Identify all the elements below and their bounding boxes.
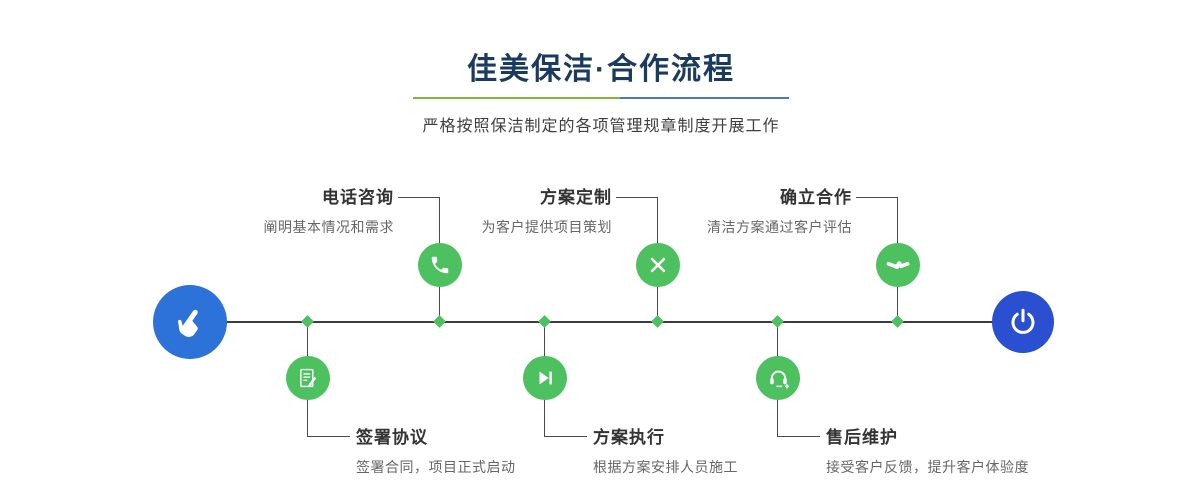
pointing-hand-icon	[171, 303, 209, 341]
step-desc: 接受客户反馈，提升客户体验度	[826, 459, 1029, 475]
step-label: 确立合作 清洁方案通过客户评估	[707, 186, 852, 237]
design-tools-icon	[647, 254, 669, 276]
step-node	[286, 356, 330, 400]
step-desc: 签署合同，项目正式启动	[356, 459, 516, 475]
end-node	[992, 291, 1054, 353]
connector-line	[307, 322, 308, 356]
step-label: 售后维护 接受客户反馈，提升客户体验度	[826, 426, 1029, 477]
step-node	[756, 356, 800, 400]
step-node	[523, 356, 567, 400]
connector-line	[657, 287, 658, 322]
connector-line	[856, 197, 898, 198]
step-title: 电话咨询	[322, 188, 394, 207]
timeline-line	[190, 321, 1023, 323]
timeline-diamond	[891, 315, 904, 328]
step-title: 确立合作	[780, 188, 852, 207]
step-desc: 为客户提供项目策划	[481, 219, 612, 235]
step-label: 方案定制 为客户提供项目策划	[482, 186, 613, 237]
step-label: 签署协议 签署合同，项目正式启动	[356, 426, 516, 477]
step-node	[418, 243, 462, 287]
connector-line	[897, 287, 898, 322]
step-desc: 清洁方案通过客户评估	[707, 219, 852, 235]
connector-line	[439, 287, 440, 322]
step-label: 方案执行 根据方案安排人员施工	[593, 426, 738, 477]
step-node	[876, 243, 920, 287]
play-icon	[534, 367, 556, 389]
divider-blue-segment	[619, 97, 789, 99]
connector-line	[777, 400, 778, 437]
title-divider	[413, 97, 789, 99]
page-subtitle: 严格按照保洁制定的各项管理规章制度开展工作	[422, 118, 780, 135]
connector-line	[778, 436, 820, 437]
step-title: 签署协议	[356, 428, 428, 447]
headset-plus-icon	[767, 367, 790, 390]
connector-line	[545, 436, 587, 437]
handshake-icon	[886, 253, 910, 277]
start-node	[153, 285, 227, 359]
timeline-diamond	[433, 315, 446, 328]
connector-line	[657, 198, 658, 244]
connector-line	[307, 400, 308, 437]
step-title: 方案执行	[593, 428, 665, 447]
step-node	[636, 243, 680, 287]
step-label: 电话咨询 阐明基本情况和需求	[264, 186, 395, 237]
timeline-diamond	[771, 315, 784, 328]
contract-icon	[297, 367, 319, 389]
power-icon	[1008, 307, 1038, 337]
connector-line	[544, 322, 545, 356]
connector-line	[398, 197, 440, 198]
connector-line	[777, 322, 778, 356]
timeline-diamond	[651, 315, 664, 328]
connector-line	[544, 400, 545, 437]
step-title: 售后维护	[826, 428, 898, 447]
connector-line	[439, 198, 440, 244]
connector-line	[897, 198, 898, 244]
connector-line	[616, 197, 658, 198]
step-desc: 根据方案安排人员施工	[593, 459, 738, 475]
page-title: 佳美保洁·合作流程	[467, 53, 735, 86]
phone-icon	[429, 254, 451, 276]
step-desc: 阐明基本情况和需求	[263, 219, 394, 235]
connector-line	[308, 436, 350, 437]
timeline-diamond	[538, 315, 551, 328]
timeline-diamond	[301, 315, 314, 328]
divider-green-segment	[413, 97, 620, 99]
step-title: 方案定制	[540, 188, 612, 207]
